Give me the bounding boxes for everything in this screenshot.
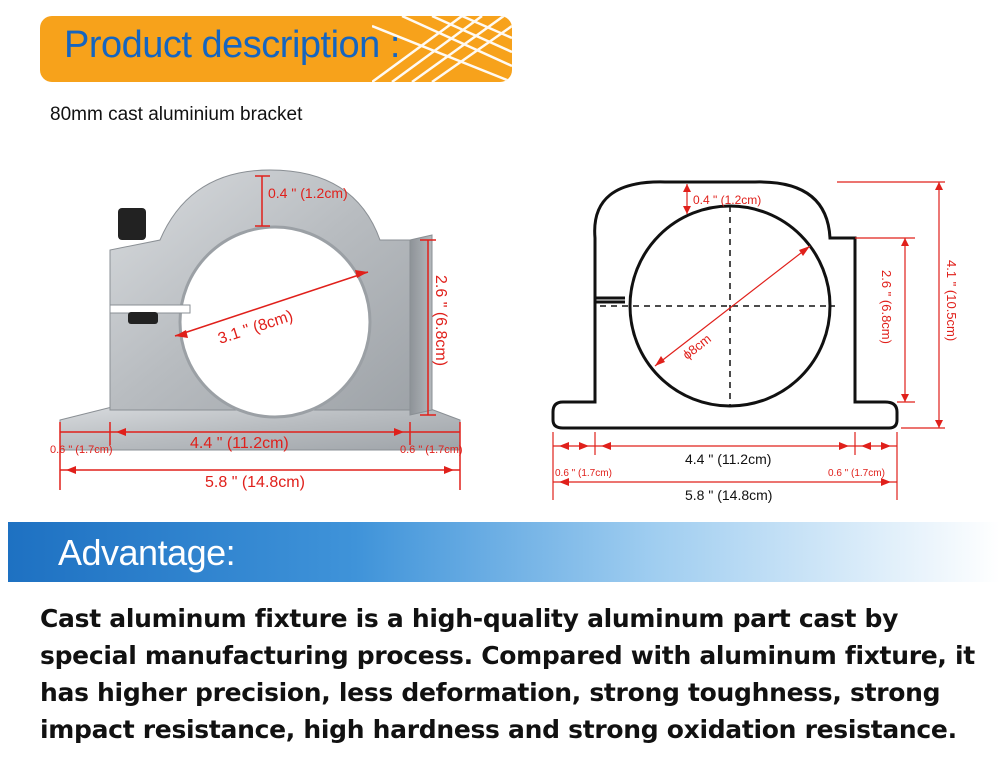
photo-total-width-label: 5.8 " (14.8cm)	[205, 474, 305, 491]
drawing-slot	[593, 238, 625, 402]
drawing-diameter-label: ϕ8cm	[680, 331, 714, 362]
photo-right-flange-label: 0.6 " (1.7cm)	[400, 444, 463, 456]
photo-top-thickness-label: 0.4 " (1.2cm)	[268, 185, 348, 201]
bracket-photo: 0.4 " (1.2cm) 2.6 " (6.8cm) 3.1 " (8cm) …	[50, 169, 463, 491]
drawing-total-height-label: 4.1 " (10.5cm)	[944, 260, 959, 341]
product-description-banner: Product description :	[40, 16, 512, 82]
bracket-slot	[109, 304, 191, 314]
drawing-left-flange-label: 0.6 " (1.7cm)	[555, 468, 612, 479]
drawing-inner-width-label: 4.4 " (11.2cm)	[685, 451, 771, 467]
drawing-height-label: 2.6 " (6.8cm)	[879, 270, 894, 344]
screw-bottom	[128, 312, 158, 324]
drawing-total-width-label: 5.8 " (14.8cm)	[685, 487, 772, 503]
screw-top	[118, 208, 146, 240]
drawing-right-flange-label: 0.6 " (1.7cm)	[828, 468, 885, 479]
product-subtitle: 80mm cast aluminium bracket	[50, 104, 303, 125]
bracket-hole	[178, 225, 372, 419]
photo-height-label: 2.6 " (6.8cm)	[432, 275, 449, 366]
bracket-drawing: 0.4 " (1.2cm) ϕ8cm 2.6 " (6.8cm) 4.1 " (…	[551, 180, 959, 503]
advantage-title: Advantage:	[58, 532, 236, 573]
photo-inner-width-label: 4.4 " (11.2cm)	[190, 435, 289, 452]
advantage-description: Cast aluminum fixture is a high-quality …	[40, 604, 975, 744]
drawing-outline	[551, 180, 899, 430]
bracket-side	[409, 234, 433, 416]
decorative-lines-icon	[372, 16, 512, 82]
photo-left-flange-label: 0.6 " (1.7cm)	[50, 444, 113, 456]
advantage-banner: Advantage:	[8, 522, 1000, 582]
banner-title: Product description :	[64, 24, 400, 66]
drawing-top-thickness-label: 0.4 " (1.2cm)	[693, 193, 761, 207]
